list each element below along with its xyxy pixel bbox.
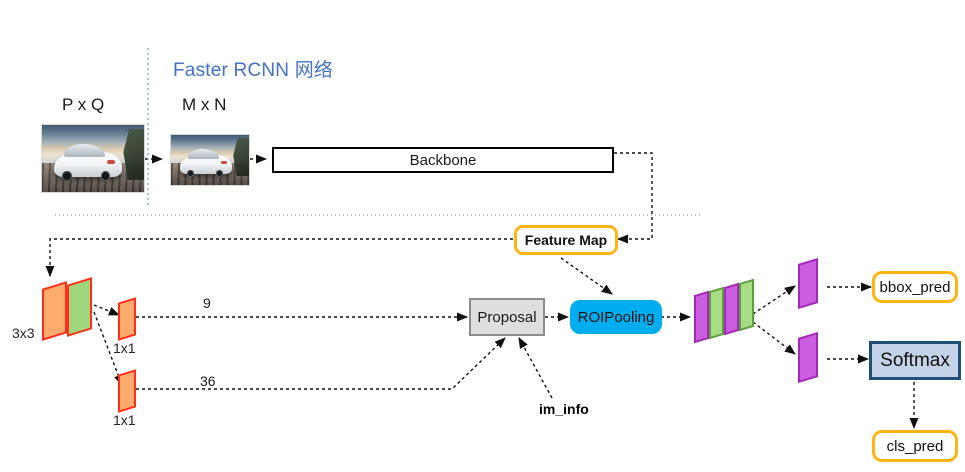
proposal-box[interactable]: Proposal bbox=[469, 298, 545, 336]
softmax-box[interactable]: Softmax bbox=[869, 341, 961, 380]
cls-head-slab bbox=[798, 331, 818, 384]
fc-slab-4 bbox=[739, 278, 754, 332]
conv3x3-slab-orange bbox=[42, 281, 67, 341]
page-title: Faster RCNN 网络 bbox=[173, 60, 334, 81]
rpn-reg-channels-label: 36 bbox=[200, 373, 216, 389]
fc-slab-3 bbox=[724, 282, 739, 336]
input-label-mn: M x N bbox=[182, 95, 227, 114]
input-label-pq: P x Q bbox=[62, 95, 105, 114]
im-info-label: im_info bbox=[539, 401, 589, 417]
conv3x3-label: 3x3 bbox=[12, 325, 35, 341]
fc-slab-2 bbox=[709, 286, 724, 340]
bbox-pred-box[interactable]: bbox_pred bbox=[872, 271, 958, 303]
roipooling-box[interactable]: ROIPooling bbox=[570, 300, 662, 334]
rpn-cls-channels-label: 9 bbox=[203, 295, 211, 311]
conv1x1-reg-label: 1x1 bbox=[113, 412, 136, 428]
feature-map-box[interactable]: Feature Map bbox=[514, 225, 618, 255]
backbone-box[interactable]: Backbone bbox=[272, 147, 614, 173]
conv1x1-reg-slab bbox=[118, 369, 136, 413]
cls-pred-box[interactable]: cls_pred bbox=[872, 430, 958, 462]
conv1x1-cls-label: 1x1 bbox=[113, 340, 136, 356]
fc-slab-1 bbox=[694, 290, 709, 344]
bbox-head-slab bbox=[798, 257, 818, 310]
conv1x1-cls-slab bbox=[118, 297, 136, 341]
input-image-mn bbox=[170, 134, 250, 186]
input-image-pq bbox=[41, 124, 145, 193]
conv3x3-slab-green bbox=[67, 277, 92, 337]
